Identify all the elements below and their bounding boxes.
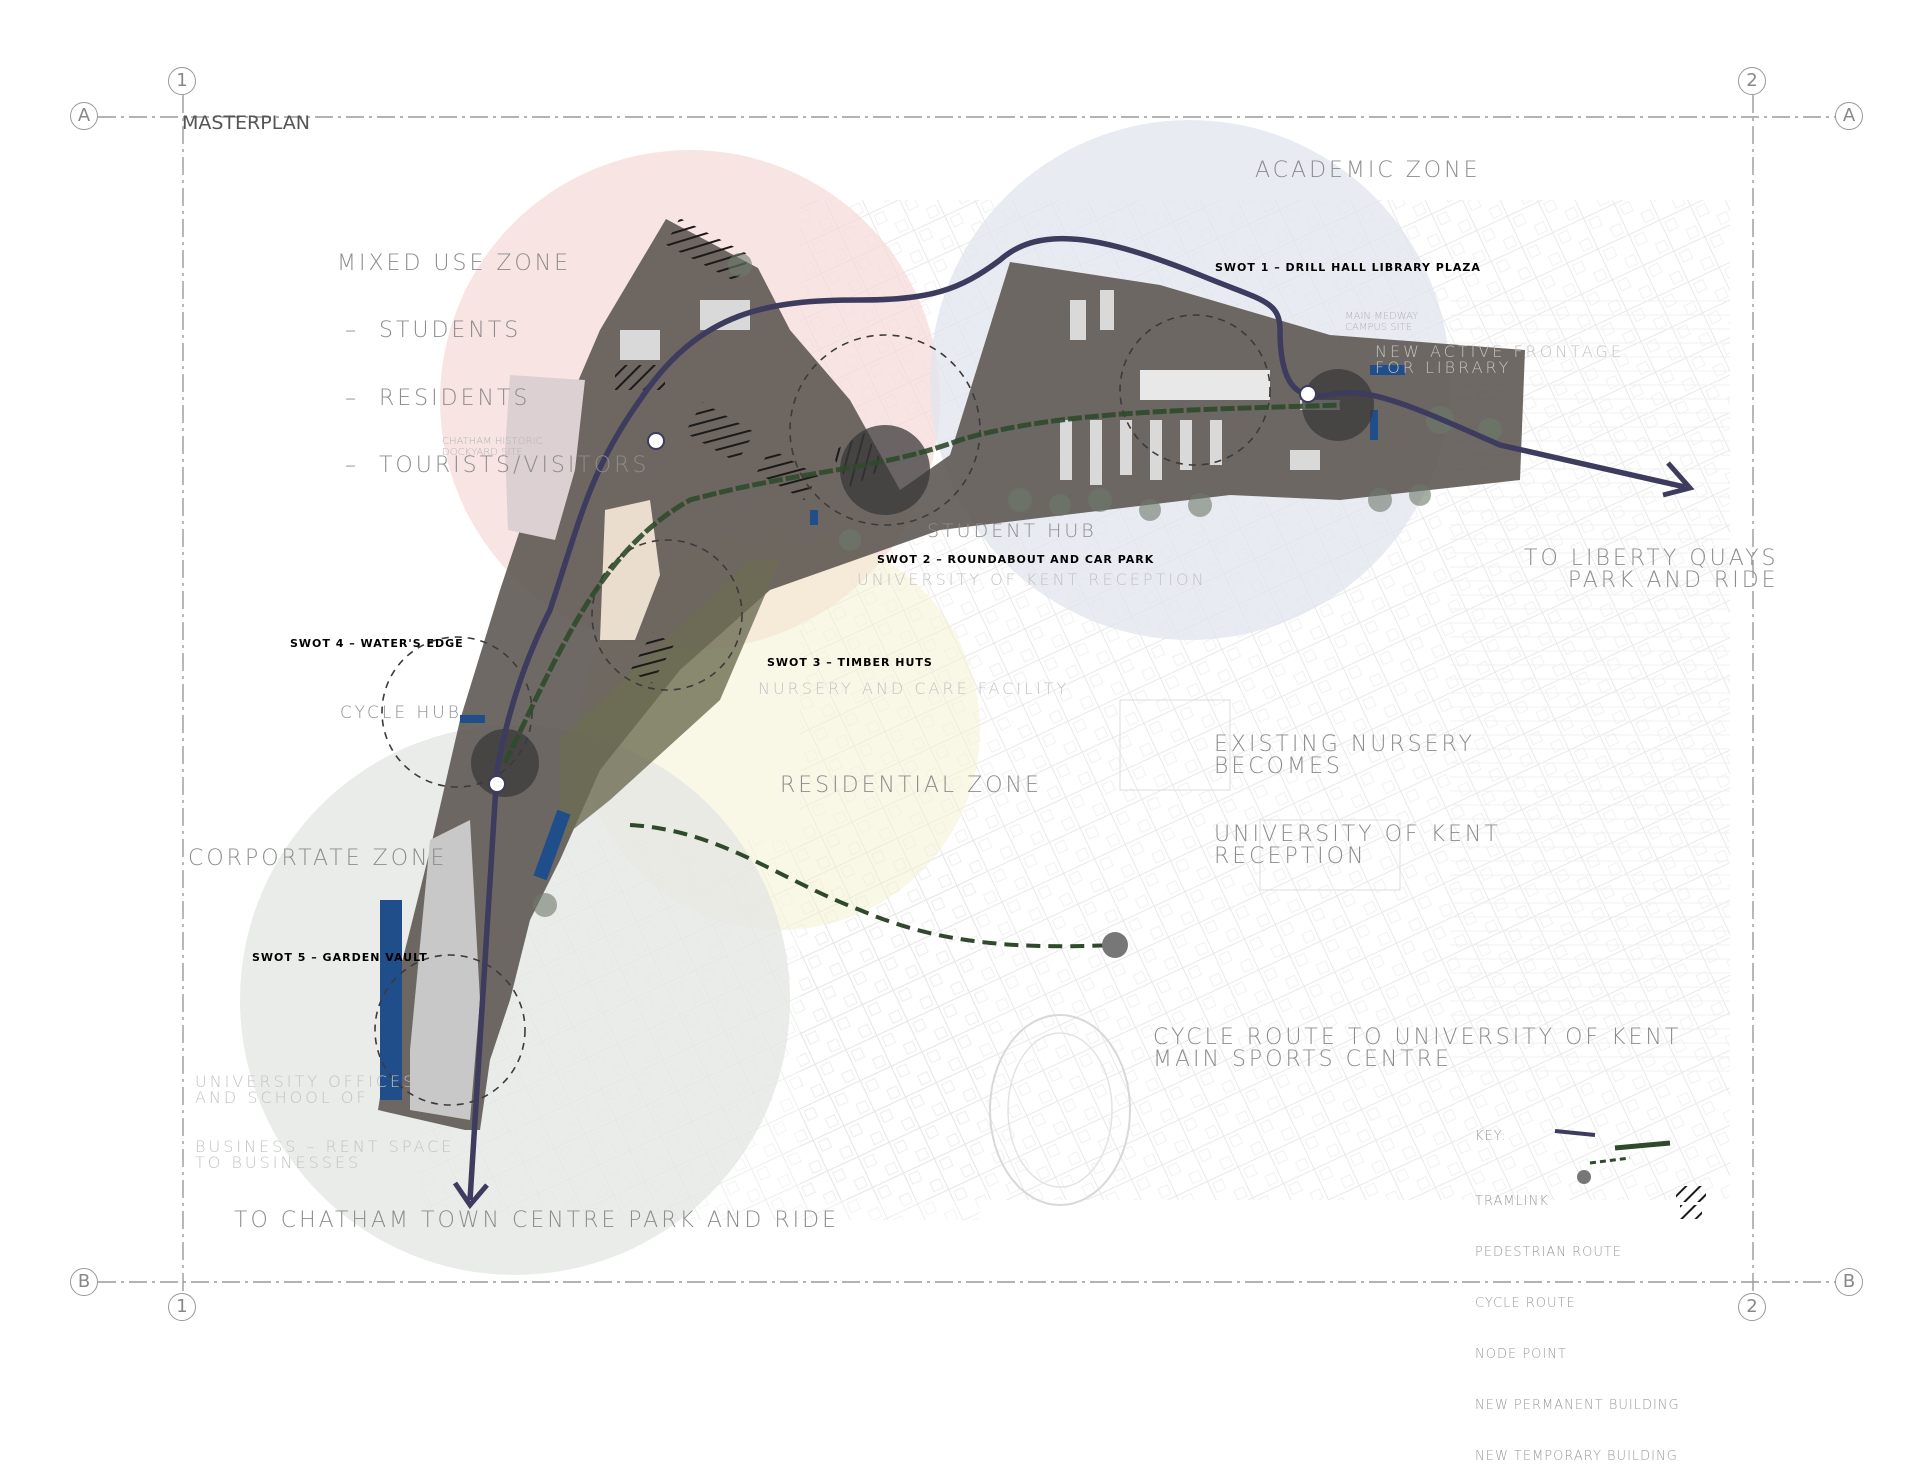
nursery-label: NURSERY AND CARE FACILITY bbox=[758, 679, 1070, 698]
student-hub-label: STUDENT HUB bbox=[927, 520, 1097, 542]
swot-circles bbox=[374, 314, 1271, 1106]
mixed-use-zone-label: MIXED USE ZONE – STUDENTS – RESIDENTS – … bbox=[337, 250, 650, 478]
academic-zone-label: ACADEMIC ZONE bbox=[1255, 158, 1481, 183]
pedestrian-route bbox=[502, 402, 1341, 765]
swot-2-label: SWOT 2 – ROUNDABOUT AND CAR PARK bbox=[877, 553, 1155, 566]
uok-reception-label: UNIVERSITY OF KENT RECEPTION bbox=[857, 570, 1207, 589]
swot-3-label: SWOT 3 – TIMBER HUTS bbox=[767, 656, 933, 669]
legend-swatches bbox=[1554, 1129, 1706, 1219]
legend-item-temporary: NEW TEMPORARY BUILDING bbox=[1475, 1449, 1678, 1464]
node-point-icon bbox=[1102, 932, 1128, 958]
grid-row-a-right: A bbox=[1835, 102, 1863, 130]
arrow-head-icon bbox=[452, 1181, 489, 1210]
routes bbox=[452, 235, 1695, 1210]
swot-5-label: SWOT 5 – GARDEN VAULT bbox=[252, 951, 428, 964]
legend-item-cycle: CYCLE ROUTE bbox=[1475, 1296, 1576, 1311]
legend: KEY: TRAMLINK PEDESTRIAN ROUTE CYCLE ROU… bbox=[1475, 1094, 1680, 1482]
grid-col-1-top: 1 bbox=[168, 67, 196, 95]
cycle-route bbox=[629, 823, 1116, 949]
grid-col-1-bottom: 1 bbox=[168, 1293, 196, 1321]
drawing-title: MASTERPLAN bbox=[182, 112, 310, 134]
masterplan-drawing bbox=[98, 95, 1840, 1300]
legend-item-pedestrian: PEDESTRIAN ROUTE bbox=[1475, 1245, 1623, 1260]
legend-heading: KEY: bbox=[1475, 1129, 1507, 1144]
legend-item-permanent: NEW PERMANENT BUILDING bbox=[1475, 1398, 1680, 1413]
drawing-frame bbox=[98, 95, 1840, 1300]
swot-1-label: SWOT 1 – DRILL HALL LIBRARY PLAZA bbox=[1215, 261, 1481, 274]
site-footprint bbox=[378, 217, 1525, 1130]
grid-col-2-top: 2 bbox=[1738, 67, 1766, 95]
arrow-head-icon bbox=[1662, 461, 1695, 498]
grid-row-b-right: B bbox=[1835, 1268, 1863, 1296]
grid-row-b-left: B bbox=[70, 1268, 98, 1296]
swot-4-label: SWOT 4 – WATER'S EDGE bbox=[290, 637, 464, 650]
legend-item-tramlink: TRAMLINK bbox=[1475, 1194, 1549, 1209]
grid-col-2-bottom: 2 bbox=[1738, 1293, 1766, 1321]
grid-row-a-left: A bbox=[70, 102, 98, 130]
cycle-hub-label: CYCLE HUB bbox=[340, 703, 462, 723]
legend-item-node: NODE POINT bbox=[1475, 1347, 1567, 1362]
residential-zone-label: RESIDENTIAL ZONE bbox=[780, 773, 1042, 798]
corporate-zone-label: CORPORTATE ZONE bbox=[188, 846, 448, 871]
to-chatham-label: TO CHATHAM TOWN CENTRE PARK AND RIDE bbox=[234, 1208, 839, 1233]
